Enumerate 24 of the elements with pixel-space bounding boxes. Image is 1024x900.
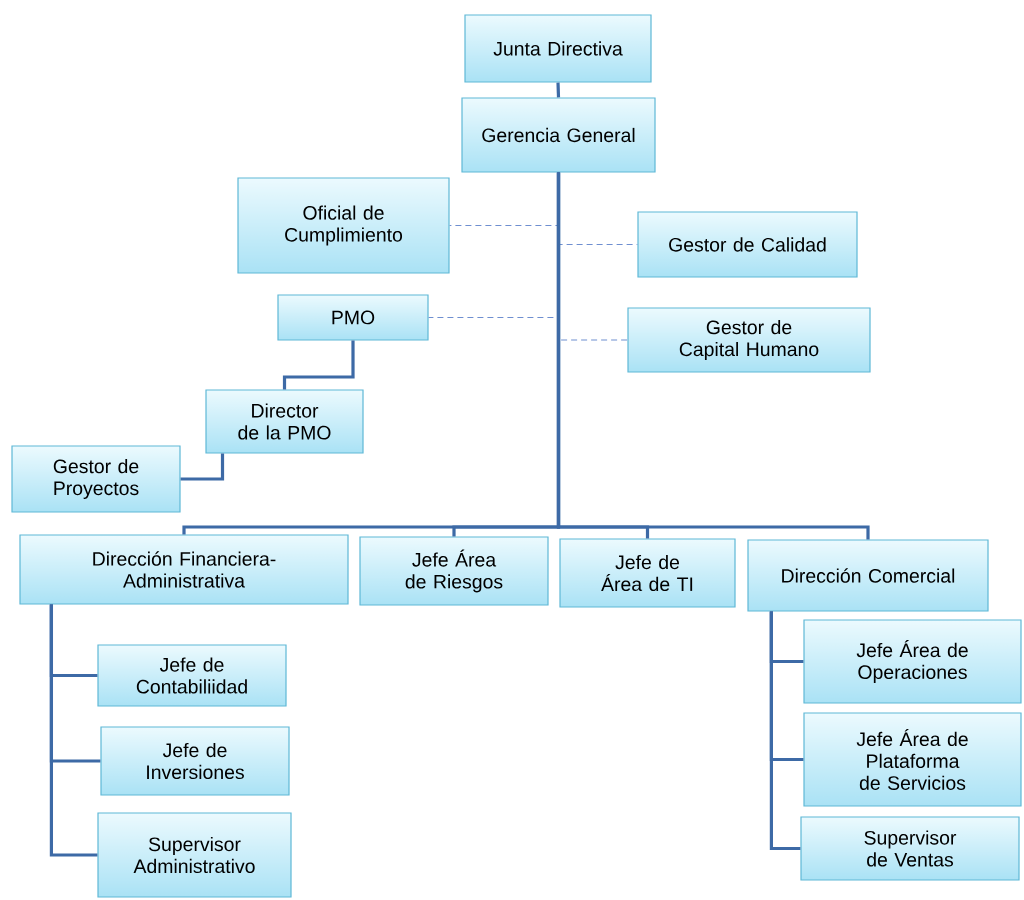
org-box: Supervisor de Ventas [800, 816, 1020, 881]
org-box: Supervisor Administrativo [97, 812, 292, 898]
org-box: Dirección Comercial [747, 539, 989, 612]
org-box: Jefe Área de Operaciones [803, 619, 1022, 704]
org-box: Gestor de Proyectos [11, 445, 181, 513]
org-box: Gestor de Calidad [637, 211, 858, 278]
org-box: Jefe Área de Riesgos [359, 536, 549, 606]
connector-line [769, 611, 801, 851]
connector-line [556, 82, 561, 98]
connector-line [180, 453, 225, 481]
org-box: Oficial de Cumplimiento [237, 177, 450, 274]
org-box: Gerencia General [461, 97, 656, 173]
connector-line [282, 340, 355, 390]
org-box: Jefe de Inversiones [100, 726, 290, 796]
connector-line [556, 172, 870, 540]
connector-line [49, 604, 98, 857]
org-box: Jefe de Área de TI [559, 538, 736, 608]
org-box: PMO [277, 294, 429, 341]
org-box: Director de la PMO [205, 389, 364, 454]
org-box: Dirección Financiera-Administrativa [19, 534, 349, 605]
org-box: Jefe Área de Plataforma de Servicios [803, 712, 1022, 807]
org-box: Junta Directiva [464, 14, 652, 83]
org-box: Jefe de Contabiliidad [97, 644, 287, 707]
org-box: Gestor de Capital Humano [627, 307, 871, 373]
